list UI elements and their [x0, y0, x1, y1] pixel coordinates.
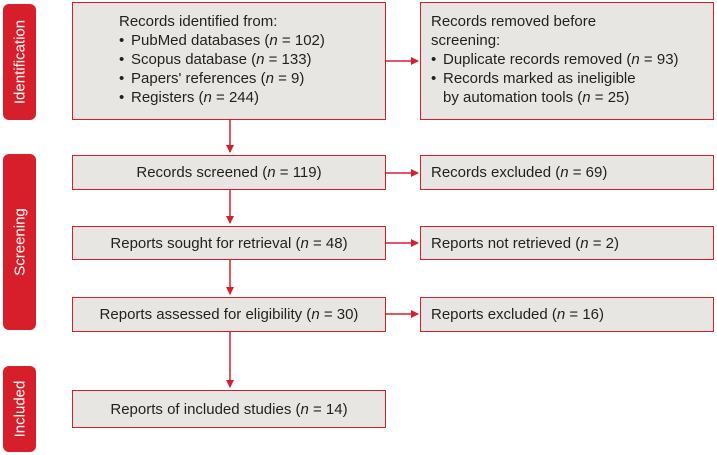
list-item: •Registers (n = 244)	[119, 89, 259, 106]
list-item: •Records marked as ineligible	[431, 70, 636, 87]
records-screened-box: Records screened (n = 119)	[72, 155, 386, 190]
records-excluded-box: Records excluded (n = 69)	[420, 155, 714, 190]
stage-screening: Screening	[3, 154, 36, 330]
records-identified-box: Records identified from: •PubMed databas…	[72, 2, 386, 120]
reports-sought-box: Reports sought for retrieval (n = 48)	[72, 226, 386, 260]
stage-included: Included	[3, 366, 36, 452]
records-identified-title: Records identified from:	[119, 13, 278, 30]
list-item: •Duplicate records removed (n = 93)	[431, 51, 679, 68]
records-removed-title-line2: screening:	[431, 32, 501, 49]
reports-not-retrieved-box: Reports not retrieved (n = 2)	[420, 226, 714, 260]
list-item: •Scopus database (n = 133)	[119, 51, 312, 68]
stage-identification: Identification	[3, 4, 36, 120]
records-removed-box: Records removed before screening: •Dupli…	[420, 2, 714, 120]
list-item: •Papers' references (n = 9)	[119, 70, 305, 87]
records-removed-title-line1: Records removed before	[431, 13, 597, 30]
list-item-continued: by automation tools (n = 25)	[443, 89, 630, 106]
reports-assessed-box: Reports assessed for eligibility (n = 30…	[72, 297, 386, 332]
list-item: •PubMed databases (n = 102)	[119, 32, 325, 49]
reports-excluded-box: Reports excluded (n = 16)	[420, 297, 714, 332]
included-studies-box: Reports of included studies (n = 14)	[72, 390, 386, 428]
